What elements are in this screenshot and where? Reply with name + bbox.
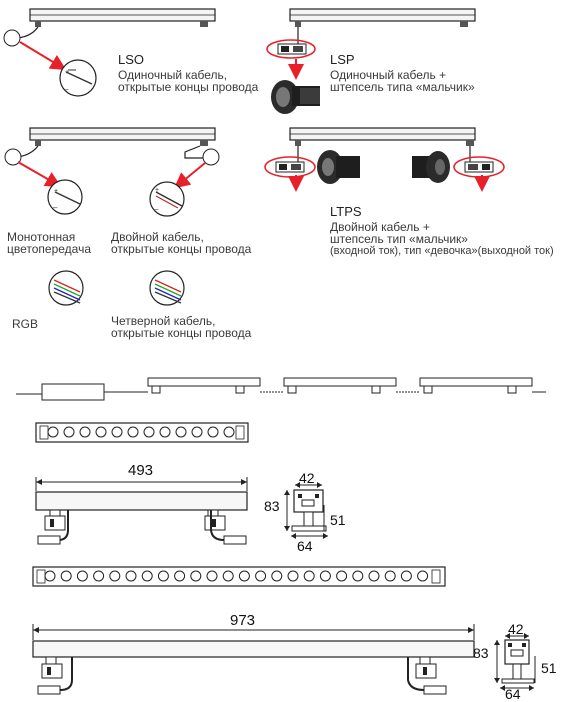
- long-fixture-front: [32, 566, 446, 587]
- ltps-plug-in-icon: [275, 161, 305, 173]
- lso-cable-highlight: [3, 29, 21, 47]
- double-cable-end-icon: + –: [149, 181, 185, 217]
- chain-illustration: [16, 377, 546, 401]
- long-fixture-side: [32, 624, 475, 695]
- lsp-fixture: [289, 8, 476, 44]
- mono-cable-highlight-right: [202, 148, 220, 166]
- dim-long-length: 973: [230, 612, 256, 629]
- led-icon: [174, 570, 186, 582]
- led-icon: [384, 570, 396, 582]
- led-icon: [109, 570, 121, 582]
- led-icon: [319, 570, 331, 582]
- dim-bracket-bottom-large: 64: [505, 686, 521, 702]
- svg-text:+: +: [65, 69, 69, 76]
- bracket-detail-small: [284, 482, 328, 539]
- svg-text:–: –: [64, 85, 69, 94]
- lso-cable-end-icon: + –: [59, 59, 97, 97]
- dim-short-length: 493: [128, 462, 154, 479]
- cable-label-mono-line2: цветопередача: [7, 242, 92, 256]
- dim-bracket-bottom-small: 64: [297, 538, 313, 554]
- bracket-detail-large: [494, 633, 536, 691]
- cable-label-quad-line1: Четверной кабель,: [111, 314, 216, 328]
- quad-cable-end-icon: [149, 270, 185, 306]
- dim-bracket-height-small: 83: [264, 498, 280, 514]
- ltps-male-connector-photo: [317, 150, 360, 184]
- led-icon: [190, 570, 202, 582]
- led-icon: [336, 570, 348, 582]
- variant-desc-ltps-line2: штепсель тип «мальчик»: [330, 232, 468, 246]
- variant-desc-ltps-line3: (входной ток), тип «девочка»(выходной то…: [330, 245, 554, 257]
- mono-arrow-right: [173, 162, 206, 189]
- mono-fixture: [15, 127, 216, 159]
- short-fixture-front: [35, 422, 249, 443]
- led-icon: [44, 570, 56, 582]
- rgb-cable-end-icon: [48, 270, 84, 306]
- variant-desc-lso-line2: открытые концы провода: [118, 80, 259, 94]
- lsp-plug-highlight: [266, 39, 316, 59]
- dim-bracket-height-large: 83: [473, 645, 489, 661]
- led-icon: [222, 570, 234, 582]
- led-icon: [157, 570, 169, 582]
- led-icon: [271, 570, 283, 582]
- variant-desc-lso-line1: Одиночный кабель,: [118, 68, 228, 82]
- mono-cable-highlight-left: [4, 148, 22, 166]
- ltps-plug-out-icon: [464, 161, 494, 173]
- led-icon: [60, 570, 72, 582]
- lsp-plug-icon: [277, 43, 307, 55]
- mono-arrow-left: [17, 161, 62, 187]
- led-icon: [125, 570, 137, 582]
- led-icon: [287, 570, 299, 582]
- dim-bracket-arm-large: 51: [541, 660, 557, 676]
- cable-label-double-line2: открытые концы провода: [111, 242, 252, 256]
- svg-text:+: +: [54, 188, 58, 195]
- cable-label-quad-line2: открытые концы провода: [111, 326, 252, 340]
- ltps-fixture: [289, 127, 476, 162]
- lsp-connector-photo: [271, 80, 320, 114]
- svg-text:–: –: [154, 205, 159, 214]
- variant-desc-lsp-line2: штепсель типа «мальчик»: [330, 80, 475, 94]
- mono-cable-end-icon: + –: [47, 179, 83, 215]
- led-icon: [206, 570, 218, 582]
- led-icon: [141, 570, 153, 582]
- lso-arrow: [19, 41, 67, 71]
- short-fixture-side: [35, 477, 248, 545]
- led-icon: [417, 570, 429, 582]
- variant-code-lso: LSO: [118, 52, 145, 67]
- dim-bracket-arm-small: 51: [330, 512, 346, 528]
- led-icon: [255, 570, 267, 582]
- variant-desc-ltps-line1: Двойной кабель +: [330, 220, 430, 234]
- ltps-female-connector-photo: [412, 151, 450, 183]
- cable-label-rgb: RGB: [12, 317, 39, 331]
- led-icon: [303, 570, 315, 582]
- dim-bracket-top-small: 42: [299, 470, 315, 486]
- lso-fixture: [13, 8, 216, 39]
- dim-bracket-top-large: 42: [508, 621, 524, 637]
- led-icon: [368, 570, 380, 582]
- led-icon: [93, 570, 105, 582]
- variant-desc-lsp-line1: Одиночный кабель +: [330, 68, 447, 82]
- variant-code-ltps: LTPS: [330, 204, 362, 219]
- svg-text:–: –: [53, 203, 58, 212]
- cable-label-double-line1: Двойной кабель,: [111, 230, 204, 244]
- led-icon: [76, 570, 88, 582]
- variant-code-lsp: LSP: [330, 52, 355, 67]
- cable-label-mono-line1: Монотонная: [7, 230, 76, 244]
- led-icon: [238, 570, 250, 582]
- svg-text:+: +: [155, 187, 159, 194]
- led-icon: [352, 570, 364, 582]
- led-icon: [400, 570, 412, 582]
